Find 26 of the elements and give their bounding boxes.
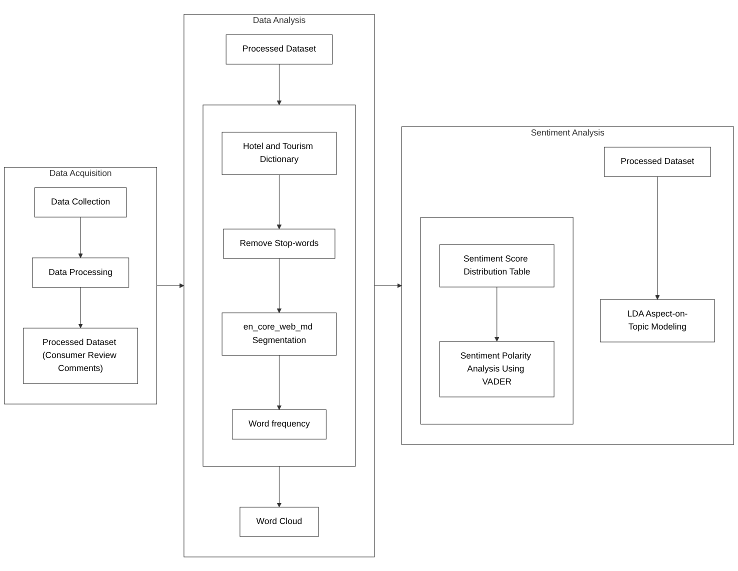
arrow xyxy=(276,174,282,230)
arrow xyxy=(276,258,282,313)
node-box: Sentiment Score Distribution Table xyxy=(439,244,554,288)
arrow xyxy=(78,216,83,258)
node-box: Word frequency xyxy=(232,409,326,440)
node-box: Word Cloud xyxy=(240,506,319,537)
node-box: en_core_web_md Segmentation xyxy=(222,312,337,356)
arrow xyxy=(78,286,83,328)
node-box: Data Processing xyxy=(32,257,130,288)
arrow xyxy=(156,283,184,288)
arrow xyxy=(655,176,660,300)
node-box: Hotel and Tourism Dictionary xyxy=(222,132,337,175)
node-box: Processed Dataset (Consumer Review Comments) xyxy=(23,328,138,384)
arrow xyxy=(494,286,500,342)
node-box: Processed Dataset xyxy=(226,34,333,64)
node-box: Data Collection xyxy=(34,187,127,218)
node-box: Sentiment Polarity Analysis Using VADER xyxy=(439,341,554,398)
arrow xyxy=(276,64,282,106)
cluster xyxy=(202,104,356,466)
node-box: LDA Aspect-on-Topic Modeling xyxy=(600,299,715,342)
arrow xyxy=(374,283,402,288)
arrow xyxy=(276,466,282,508)
cluster xyxy=(420,216,574,424)
arrow xyxy=(276,354,282,410)
node-box: Remove Stop-words xyxy=(223,228,336,259)
node-box: Processed Dataset xyxy=(604,146,711,177)
